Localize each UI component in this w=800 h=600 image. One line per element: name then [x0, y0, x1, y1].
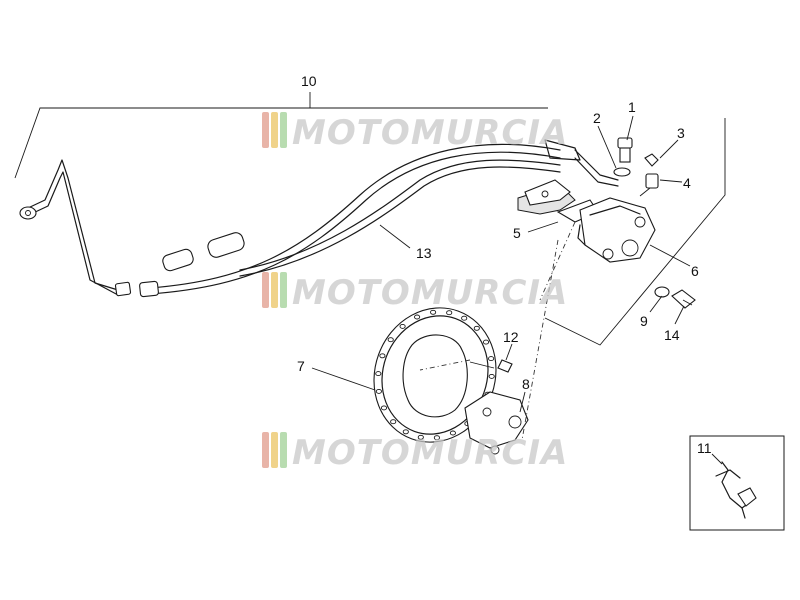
- callout-11: 11: [697, 440, 712, 456]
- callout-numbers: 10 1 2 3 4 5 6 7 8 9 11 12 13 14: [297, 73, 712, 456]
- callout-6: 6: [691, 263, 699, 279]
- callout-3: 3: [677, 125, 685, 141]
- disc-vent-hole: [446, 310, 453, 316]
- wm-stripe-3: [280, 432, 287, 468]
- rigid-brake-pipe: [19, 159, 132, 297]
- disc-vent-hole: [488, 373, 495, 379]
- caliper-washer: [654, 286, 670, 298]
- disc-vent-hole: [417, 434, 424, 440]
- callout-10: 10: [301, 73, 317, 89]
- disc-vent-hole: [449, 430, 456, 436]
- brake-pads: [517, 179, 599, 223]
- wm-stripe-1: [262, 112, 269, 148]
- wm-stripe-2: [271, 272, 278, 308]
- bleed-screw: [639, 173, 659, 197]
- callout-8: 8: [522, 376, 530, 392]
- wm-stripe-1: [262, 272, 269, 308]
- callout-12: 12: [503, 329, 519, 345]
- disc-vent-hole: [482, 339, 490, 345]
- sealing-washer: [613, 167, 631, 177]
- leader-lines: [309, 92, 723, 465]
- watermark-text: MOTOMURCIA: [292, 273, 568, 313]
- caliper-bracket: [464, 391, 529, 455]
- disc-vent-hole: [461, 315, 468, 321]
- disc-vent-hole: [433, 435, 440, 441]
- wm-stripe-2: [271, 112, 278, 148]
- disc-vent-hole: [414, 314, 421, 320]
- disc-screw: [469, 359, 513, 373]
- caliper-bolt: [671, 289, 696, 309]
- wm-stripe-3: [280, 112, 287, 148]
- watermark-text: MOTOMURCIA: [292, 113, 568, 153]
- hose-clip-icon: [715, 461, 757, 519]
- callout-2: 2: [593, 110, 601, 126]
- brake-caliper: [577, 197, 656, 263]
- callout-7: 7: [297, 358, 305, 374]
- disc-vent-hole: [375, 388, 382, 394]
- sleeve-piece-b: [207, 232, 245, 258]
- disc-vent-hole: [390, 419, 397, 425]
- watermark-middle: MOTOMURCIA: [262, 272, 568, 313]
- protective-sleeve: [162, 159, 561, 277]
- disc-vent-hole: [473, 325, 480, 331]
- callout-13: 13: [416, 245, 432, 261]
- wm-stripe-2: [271, 432, 278, 468]
- disc-vent-hole: [402, 429, 409, 435]
- disc-vent-hole: [380, 405, 388, 411]
- sleeve-piece-a: [162, 248, 194, 272]
- disc-vent-hole: [375, 371, 382, 377]
- watermark-top: MOTOMURCIA: [262, 112, 568, 153]
- wm-stripe-3: [280, 272, 287, 308]
- callout-9: 9: [640, 313, 648, 329]
- disc-vent-hole: [387, 337, 394, 343]
- watermark-text: MOTOMURCIA: [292, 433, 568, 473]
- bleed-cap: [644, 153, 659, 167]
- flexible-brake-hose: [139, 139, 619, 298]
- assembly-axes: [419, 221, 576, 441]
- disc-vent-hole: [430, 309, 437, 315]
- group-boundary-lines: [14, 107, 726, 346]
- watermark-bottom: MOTOMURCIA: [262, 432, 568, 473]
- callout-4: 4: [683, 175, 691, 191]
- banjo-bolt: [617, 137, 633, 163]
- callout-1: 1: [628, 99, 636, 115]
- detail-box-11: [689, 435, 785, 531]
- wm-stripe-1: [262, 432, 269, 468]
- disc-vent-hole: [488, 356, 495, 362]
- callout-5: 5: [513, 225, 521, 241]
- callout-14: 14: [664, 327, 680, 343]
- disc-vent-hole: [379, 353, 386, 359]
- disc-vent-hole: [399, 323, 406, 329]
